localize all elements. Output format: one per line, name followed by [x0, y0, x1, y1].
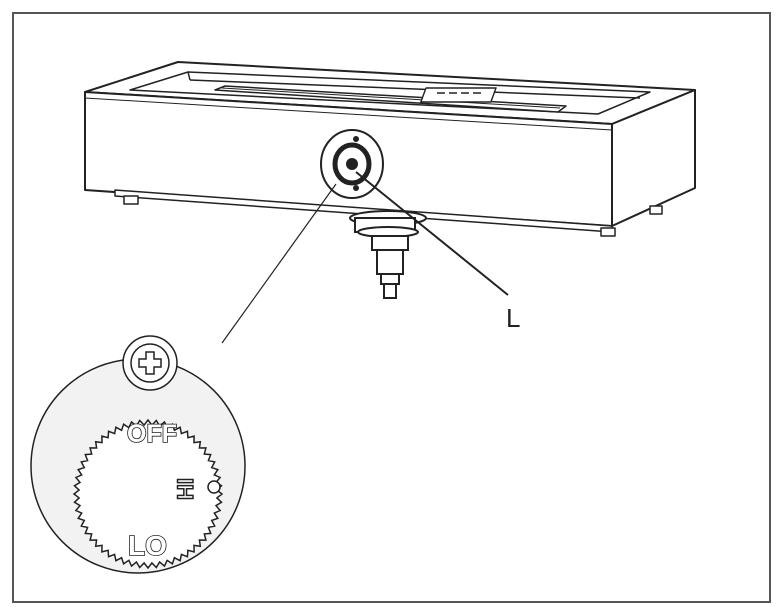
- fireplace-unit: [84, 61, 696, 237]
- knob-detail-view: OFF HI LO: [30, 335, 246, 574]
- dial-label-high: HI: [173, 478, 198, 500]
- control-knob: [320, 129, 384, 199]
- dial-label-off: OFF: [127, 420, 177, 448]
- high-indicator-icon: [207, 480, 221, 494]
- callout-label-l: L: [506, 303, 520, 333]
- dial-label-low: LO: [128, 530, 167, 561]
- magnify-leader-1: [221, 183, 337, 344]
- callout-leader-l: [355, 171, 509, 296]
- screw-icon: [122, 335, 178, 391]
- serrated-dial: [72, 418, 224, 570]
